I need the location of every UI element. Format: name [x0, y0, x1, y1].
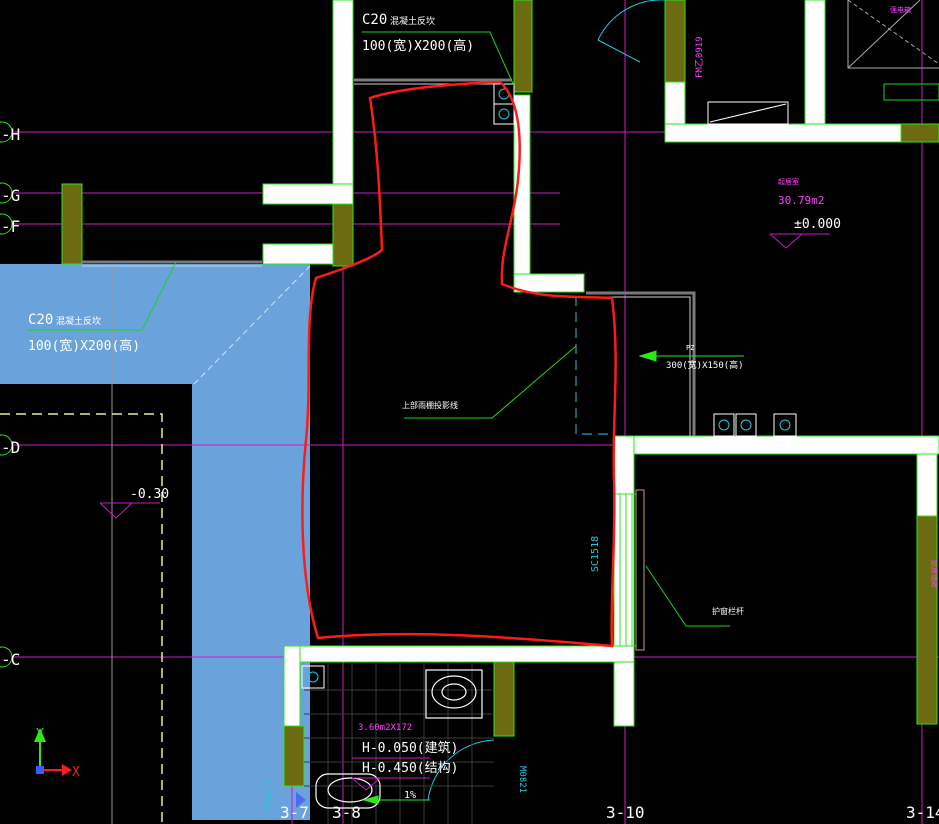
door-swings: [427, 0, 665, 801]
slope-arrow: [362, 795, 430, 805]
grid-lines-horizontal: [14, 131, 939, 658]
top-right-room-details: [707, 0, 939, 125]
axis-label-3-7: 3-7: [280, 803, 309, 822]
bath-height-2: H-0.450(结构): [362, 761, 458, 776]
door-code-top: FM乙0919: [694, 36, 705, 78]
grid-axis-bubbles: [0, 121, 13, 668]
axis-label-c: -C: [1, 650, 20, 669]
top-right-note: 强电箱: [890, 5, 911, 14]
beams: [82, 78, 696, 436]
door-marker-sc0612: [296, 792, 306, 808]
window-code-sc1518: SC1518: [590, 536, 601, 572]
axis-label-d: -D: [1, 438, 20, 457]
ucs-icon: [34, 728, 72, 776]
blue-zone-diagonal: [193, 265, 311, 385]
beam-top-label-line2: 100(宽)X200(高): [362, 38, 474, 54]
railing-note: 护窗栏杆: [712, 606, 744, 616]
duct-arrow: [638, 350, 744, 362]
bath-height-1: H-0.050(建筑): [362, 740, 458, 756]
duct-label-bottom: 300(宽)X150(高): [666, 359, 744, 371]
ucs-y-label: Y: [36, 727, 44, 742]
window-sc1518: [613, 489, 645, 651]
axis-label-3-8: 3-8: [332, 803, 361, 822]
bathroom-fixtures: [315, 669, 483, 809]
room-area: 30.79m2: [778, 194, 824, 207]
axis-label-3-10: 3-10: [606, 803, 645, 822]
axis-label-h: -H: [1, 125, 20, 144]
columns: [61, 0, 939, 787]
bath-area: 3.60m2X172: [358, 723, 412, 733]
upper-edge-note: 上部雨棚投影线: [402, 400, 458, 410]
duct-label-top: PZ: [686, 344, 694, 352]
pipe-shafts: [301, 83, 797, 689]
elevation-room: ±0.000: [794, 217, 841, 232]
elevation-left: -0.30: [130, 487, 169, 502]
beam-left-label-line1: C20: [28, 312, 53, 328]
door-code-bottom-right: M0821: [517, 766, 527, 793]
ucs-x-label: X: [72, 765, 80, 780]
beam-left-label-line2: 100(宽)X200(高): [28, 338, 140, 354]
door-code-bottom-left: SC0612: [265, 779, 275, 812]
room-name-small: 起居室: [778, 177, 799, 186]
red-markup-outline: [301, 80, 617, 648]
axis-label-3-14: 3-14: [906, 803, 939, 822]
right-edge-note: 厨房墙砖: [930, 560, 939, 588]
beam-top-label-line1-suffix: 混凝土反坎: [390, 15, 435, 27]
dashed-outline-cyan: [575, 296, 612, 435]
axis-label-f: -F: [1, 217, 20, 236]
walls: [262, 0, 939, 727]
axis-label-g: -G: [1, 186, 20, 205]
elevation-symbols: [99, 233, 830, 791]
slope-label: 1%: [404, 790, 416, 801]
blue-hatched-zone: [0, 264, 310, 820]
leader-lines: [28, 31, 730, 627]
beam-top-label-line1: C20: [362, 12, 387, 28]
dashed-outline-left: [0, 413, 163, 824]
beam-left-label-line1-suffix: 混凝土反坎: [56, 315, 101, 327]
